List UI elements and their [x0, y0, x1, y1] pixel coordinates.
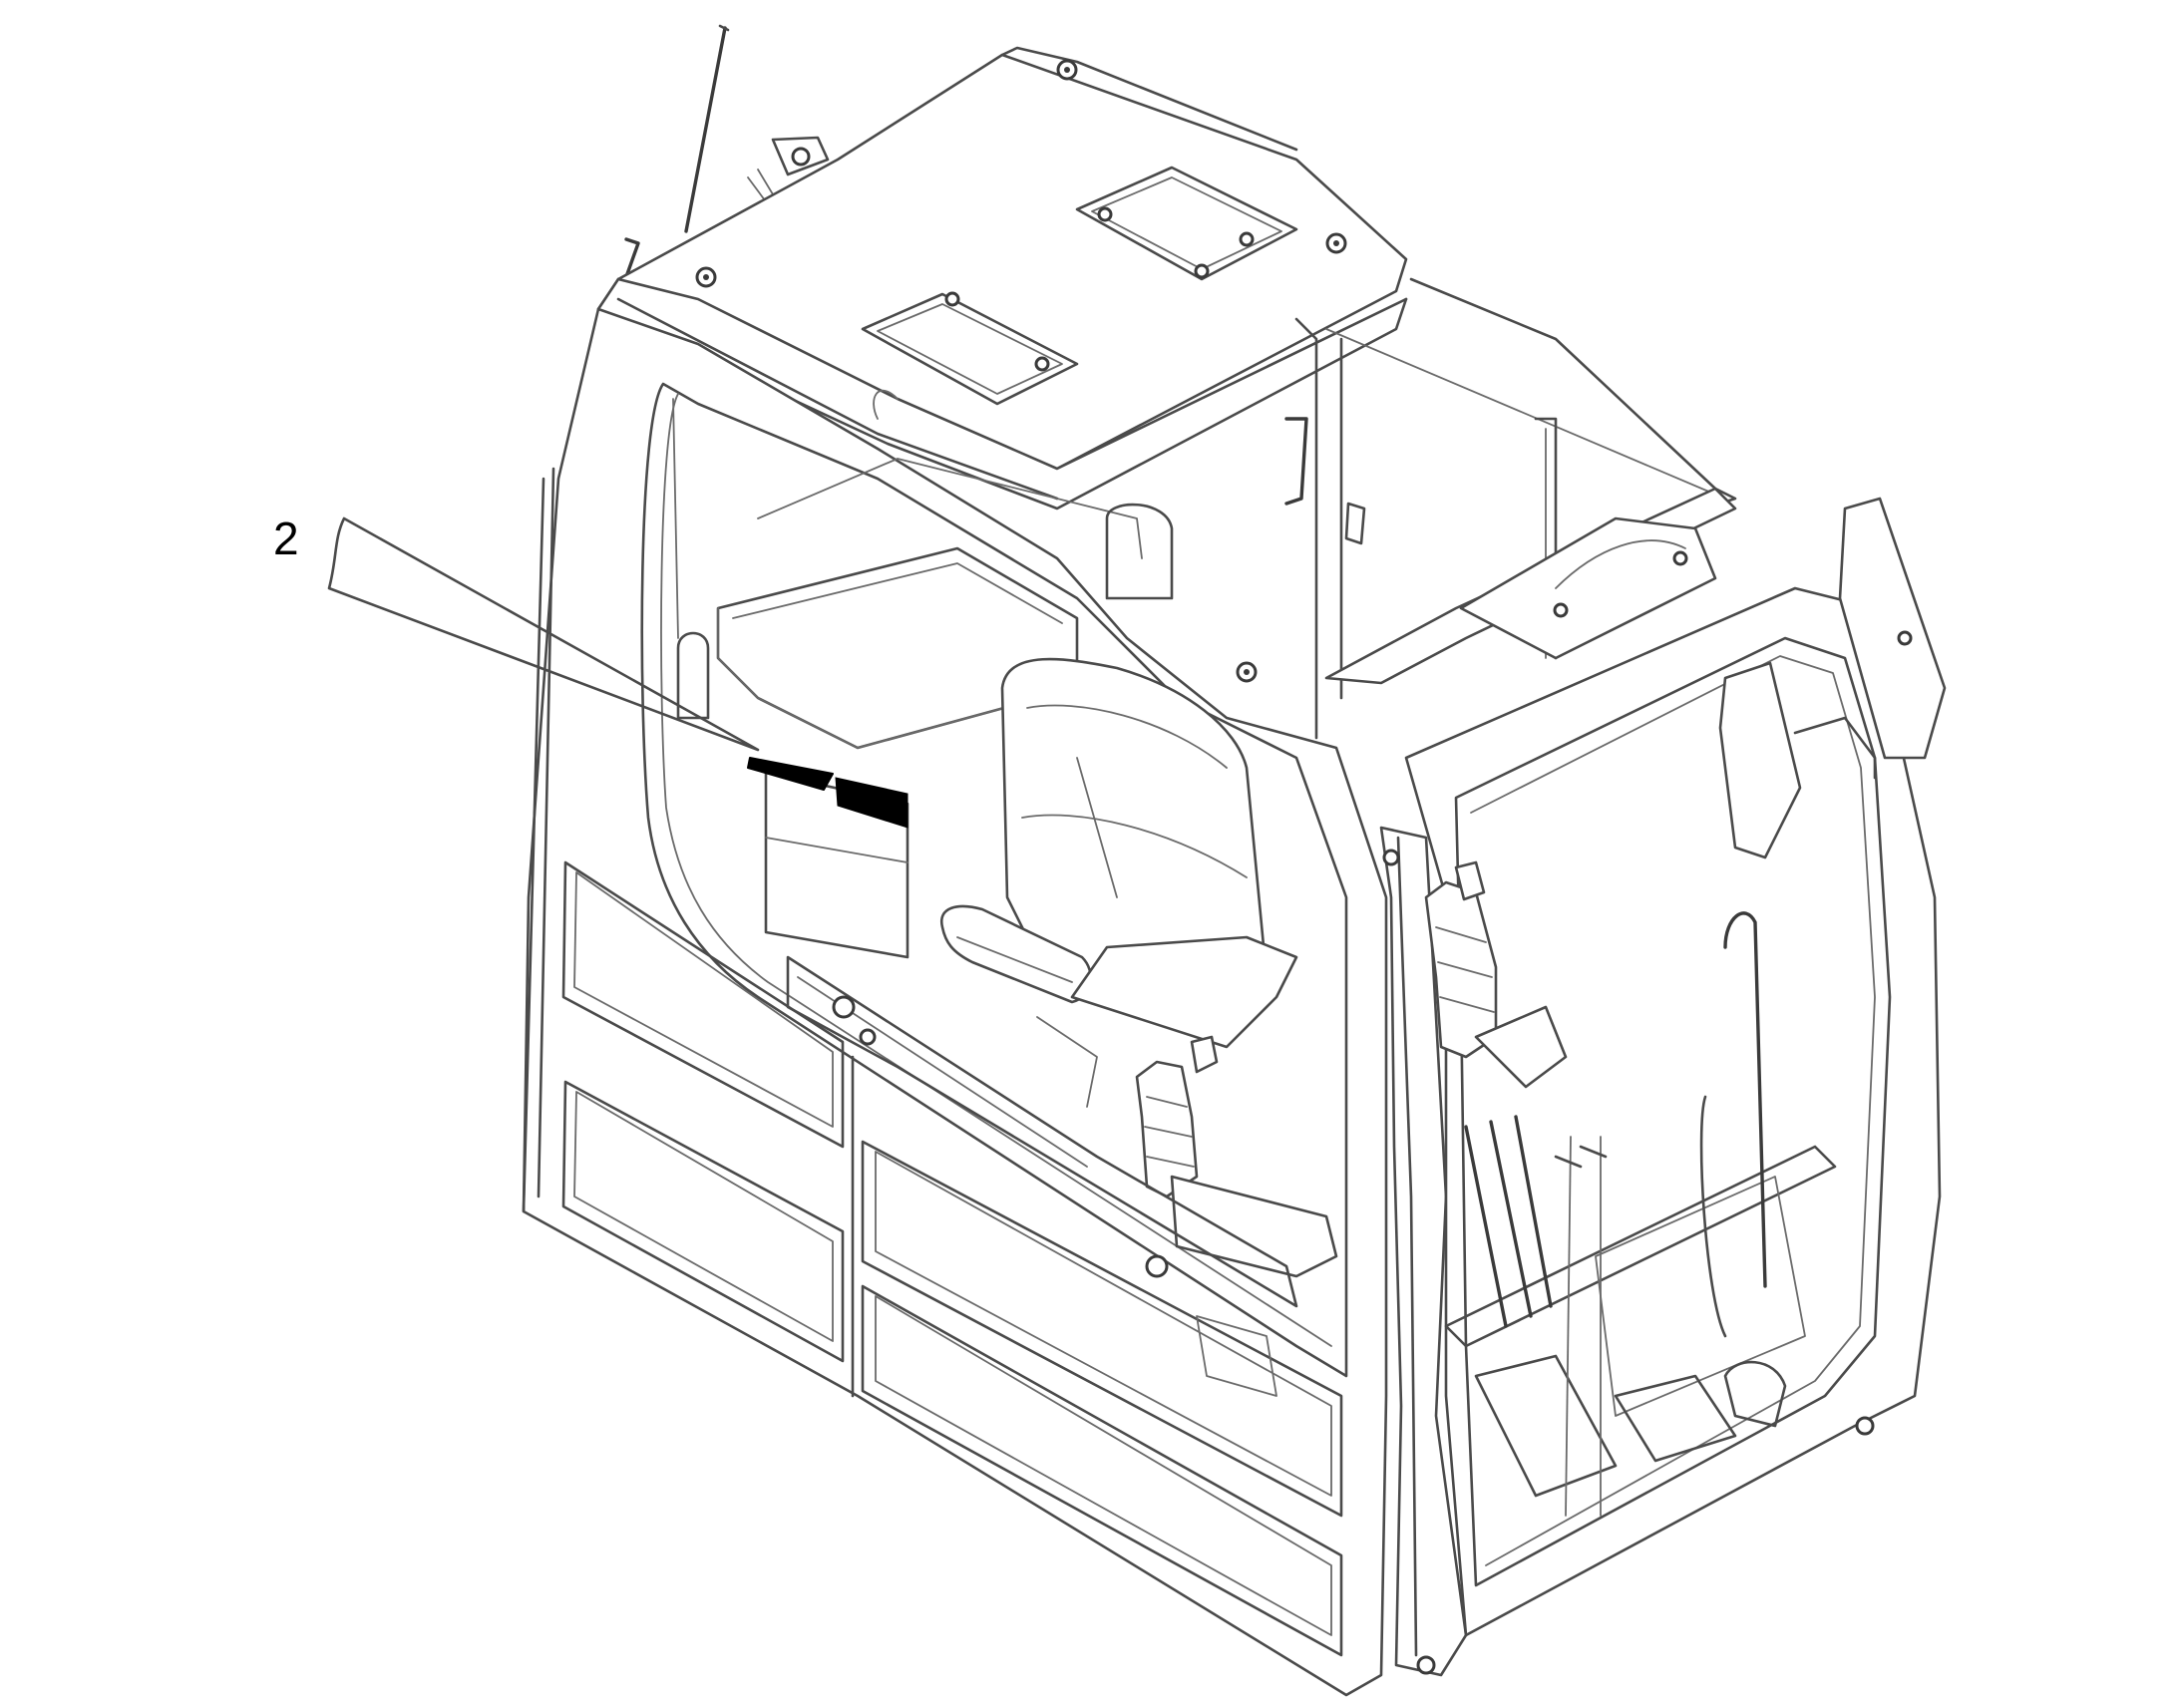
callout-number: 2: [273, 512, 299, 564]
front-pillar: [1379, 826, 1468, 1677]
joystick-right: [1424, 860, 1568, 1089]
cab-floor: [1444, 1115, 1837, 1517]
sun-visor: [1324, 487, 1737, 685]
grab-handle: [1699, 911, 1767, 1338]
antenna: [616, 24, 830, 301]
callout-arrow: [747, 757, 834, 791]
side-mirror: [1718, 497, 1947, 859]
roof-hatch-front: [861, 291, 1079, 406]
operator-seat: [939, 657, 1298, 1108]
rear-console: [672, 398, 1174, 750]
callout-leader: [327, 516, 760, 752]
front-frame: [596, 277, 1408, 511]
callout-2: 2: [273, 512, 834, 791]
warning-label: [764, 771, 909, 959]
rear-window: [1284, 277, 1737, 740]
side-panels: [561, 860, 1343, 1657]
right-door-frame: [1404, 586, 1942, 1637]
roof-hatch-rear: [1075, 166, 1298, 281]
joystick-left: [1135, 1035, 1338, 1278]
left-floor-console: [786, 955, 1298, 1397]
